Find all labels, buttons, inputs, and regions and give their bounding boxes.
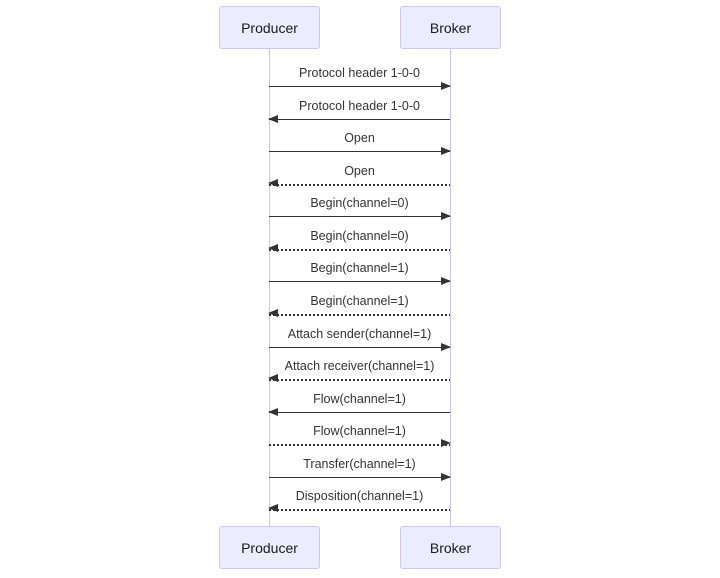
message-label: Flow(channel=1) xyxy=(313,424,406,438)
lifeline-broker xyxy=(449,49,451,526)
message-arrow-left xyxy=(268,374,450,382)
arrowhead-left-icon xyxy=(268,407,278,416)
arrowhead-right-icon xyxy=(441,277,451,285)
message-arrow-right xyxy=(269,277,451,285)
arrowhead-right-icon xyxy=(441,212,451,220)
actor-broker-bottom: Broker xyxy=(400,526,501,569)
arrowhead-left-icon xyxy=(268,374,278,382)
actor-label: Producer xyxy=(241,539,298,556)
message-label: Attach receiver(channel=1) xyxy=(284,359,435,373)
message-label: Transfer(channel=1) xyxy=(303,456,416,471)
arrowhead-right-icon xyxy=(441,82,451,90)
message-arrow-left xyxy=(268,178,450,187)
message-arrow-right xyxy=(269,439,451,447)
arrowhead-left-icon xyxy=(268,114,278,123)
actor-broker-top: Broker xyxy=(400,6,501,49)
message-arrow-left xyxy=(268,243,450,252)
message-label: Flow(channel=1) xyxy=(313,391,406,406)
message-label: Protocol header 1-0-0 xyxy=(299,98,420,113)
actor-producer-bottom: Producer xyxy=(219,526,320,569)
lifeline-producer xyxy=(268,49,270,526)
message-label: Begin(channel=0) xyxy=(310,196,409,210)
arrowhead-right-icon xyxy=(441,147,451,155)
message-label: Begin(channel=1) xyxy=(310,294,409,308)
arrowhead-right-icon xyxy=(441,342,451,351)
message-label: Open xyxy=(344,163,375,178)
message-label: Disposition(channel=1) xyxy=(295,489,424,503)
arrowhead-right-icon xyxy=(441,472,451,481)
arrowhead-left-icon xyxy=(268,504,278,512)
message-arrow-right xyxy=(269,147,451,155)
arrowhead-left-icon xyxy=(268,309,278,317)
message-label: Begin(channel=0) xyxy=(310,228,409,243)
message-label: Protocol header 1-0-0 xyxy=(299,66,420,80)
actor-label: Broker xyxy=(429,19,472,36)
message-arrow-right xyxy=(269,342,451,351)
actor-label: Broker xyxy=(429,539,472,556)
message-arrow-left xyxy=(268,504,450,512)
message-arrow-right xyxy=(269,82,451,90)
message-arrow-right xyxy=(269,472,451,481)
actor-label: Producer xyxy=(241,19,298,36)
actor-producer-top: Producer xyxy=(219,6,320,49)
message-arrow-left xyxy=(268,114,450,123)
message-arrow-left xyxy=(268,309,450,317)
message-arrow-left xyxy=(268,407,450,416)
arrowhead-left-icon xyxy=(268,178,278,187)
message-label: Begin(channel=1) xyxy=(310,261,409,275)
message-label: Open xyxy=(344,131,375,145)
arrowhead-right-icon xyxy=(441,439,451,447)
arrowhead-left-icon xyxy=(268,243,278,252)
message-label: Attach sender(channel=1) xyxy=(287,326,432,341)
message-arrow-right xyxy=(269,212,451,220)
